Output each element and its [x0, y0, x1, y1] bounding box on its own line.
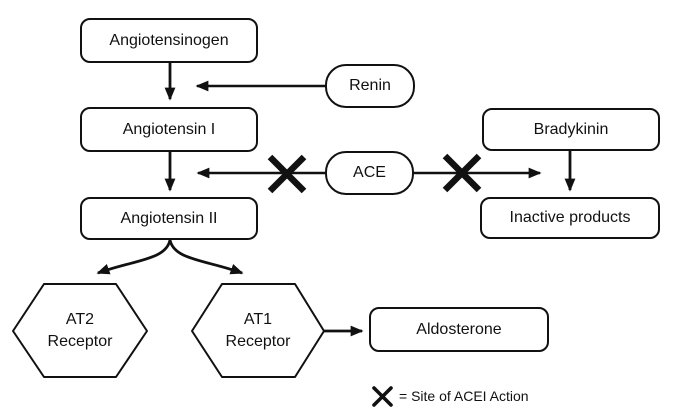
node-angiotensin-i: Angiotensin I	[80, 107, 258, 152]
at2-receptor-hexagon	[12, 283, 148, 378]
node-ace: ACE	[325, 151, 414, 195]
at2-line1: AT2	[65, 310, 95, 328]
acei-x-icon-left	[267, 154, 307, 194]
arrow-angiotensin-ii-to-at1	[168, 239, 244, 275]
at2-line2: Receptor	[47, 332, 113, 350]
node-at1-receptor-label: AT1 Receptor	[192, 284, 324, 377]
node-renin: Renin	[325, 64, 415, 108]
legend: = Site of ACEI Action	[399, 387, 529, 405]
node-angiotensin-ii: Angiotensin II	[80, 197, 258, 240]
at1-line2: Receptor	[225, 332, 291, 350]
node-aldosterone: Aldosterone	[369, 307, 549, 352]
node-bradykinin: Bradykinin	[482, 108, 660, 151]
node-angiotensinogen: Angiotensinogen	[80, 18, 258, 63]
legend-text: = Site of ACEI Action	[399, 388, 529, 404]
at1-line1: AT1	[243, 310, 273, 328]
acei-x-icon-right	[442, 153, 482, 193]
node-inactive-products: Inactive products	[480, 197, 660, 239]
arrow-angiotensin-ii-to-at2	[96, 239, 172, 275]
node-at2-receptor-label: AT2 Receptor	[13, 284, 147, 377]
legend-x-icon	[372, 386, 393, 407]
